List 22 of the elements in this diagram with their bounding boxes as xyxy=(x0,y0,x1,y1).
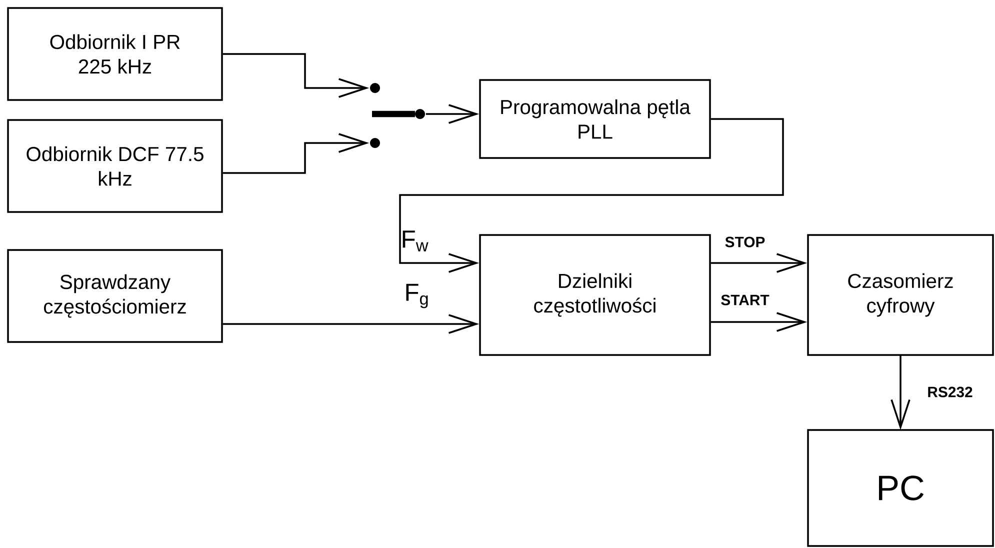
edge-label: F$_{w}$ xyxy=(402,230,428,252)
arrow xyxy=(710,253,808,273)
block-box: Czasomierz cyfrowy xyxy=(807,234,994,356)
arrow xyxy=(890,355,910,430)
arrow xyxy=(222,53,370,98)
arrow xyxy=(222,314,480,334)
switch-contact xyxy=(370,138,380,148)
block-box: Programowalna pętla PLL xyxy=(479,79,711,159)
block-box: Dzielniki częstotliwości xyxy=(479,234,711,356)
block-box: PC xyxy=(807,429,994,547)
edge-label: F$_{g}$ xyxy=(406,284,428,308)
arrow xyxy=(399,118,784,273)
arrow xyxy=(222,133,370,174)
arrow xyxy=(710,312,808,332)
switch-contact xyxy=(370,83,380,93)
switch-contact xyxy=(415,109,425,119)
block-box: Sprawdzany częstościomierz xyxy=(7,249,223,343)
block-box: Odbiornik DCF 77.5 kHz xyxy=(7,119,223,213)
block-box: Odbiornik I PR 225 kHz xyxy=(7,7,223,101)
edge-label: STOP xyxy=(725,236,765,248)
edge-label: START xyxy=(721,294,770,306)
edge-label: RS232 xyxy=(928,386,972,398)
